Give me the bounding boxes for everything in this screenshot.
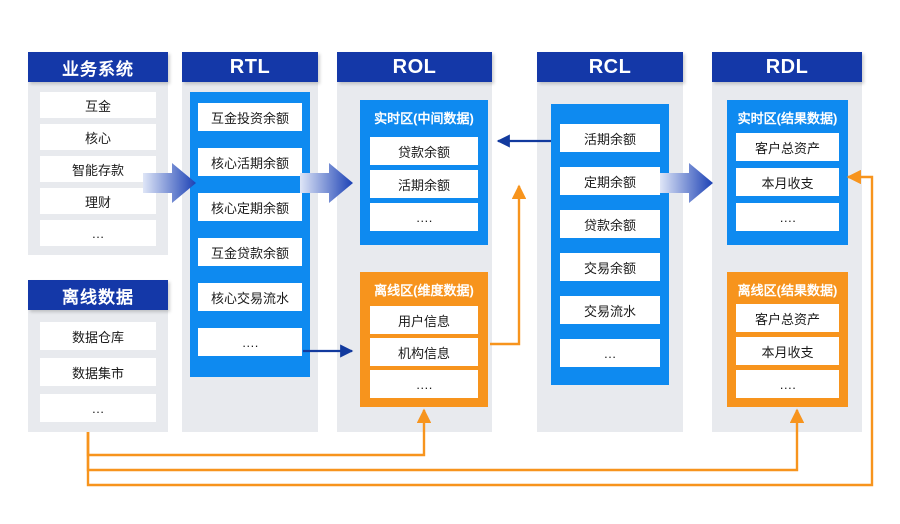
- header-rol: ROL: [337, 52, 492, 82]
- list-item[interactable]: …: [40, 394, 156, 422]
- chip[interactable]: 贷款余额: [370, 137, 478, 165]
- list-item[interactable]: 理财: [40, 188, 156, 214]
- list-item[interactable]: …: [40, 220, 156, 246]
- chip[interactable]: 贷款余额: [560, 210, 660, 238]
- chip[interactable]: 互金投资余额: [198, 103, 302, 131]
- chip[interactable]: …: [560, 339, 660, 367]
- group-title: 实时区(中间数据): [374, 111, 474, 126]
- list-item[interactable]: 智能存款: [40, 156, 156, 182]
- chip[interactable]: ….: [736, 203, 839, 231]
- list-item[interactable]: 数据集市: [40, 358, 156, 386]
- list-item[interactable]: 核心: [40, 124, 156, 150]
- group-title: 离线区(结果数据): [737, 283, 838, 298]
- chip[interactable]: 核心活期余额: [198, 148, 302, 176]
- chip[interactable]: 互金贷款余额: [198, 238, 302, 266]
- list-item[interactable]: 数据仓库: [40, 322, 156, 350]
- chip[interactable]: ….: [370, 203, 478, 231]
- header-rdl: RDL: [712, 52, 862, 82]
- chip[interactable]: 用户信息: [370, 306, 478, 334]
- list-item[interactable]: 互金: [40, 92, 156, 118]
- chip[interactable]: ….: [736, 370, 839, 398]
- group-title: 离线区(维度数据): [374, 283, 474, 298]
- chip[interactable]: 活期余额: [370, 170, 478, 198]
- chip[interactable]: 交易余额: [560, 253, 660, 281]
- chip[interactable]: 机构信息: [370, 338, 478, 366]
- chip[interactable]: 活期余额: [560, 124, 660, 152]
- chip[interactable]: 核心交易流水: [198, 283, 302, 311]
- chip[interactable]: 定期余额: [560, 167, 660, 195]
- chip[interactable]: 客户总资产: [736, 133, 839, 161]
- header-offline-data: 离线数据: [28, 280, 168, 310]
- group-title: 实时区(结果数据): [737, 111, 838, 126]
- chip[interactable]: 客户总资产: [736, 304, 839, 332]
- header-rcl: RCL: [537, 52, 683, 82]
- chip[interactable]: 本月收支: [736, 168, 839, 196]
- chip[interactable]: ….: [370, 370, 478, 398]
- chip[interactable]: ….: [198, 328, 302, 356]
- chip[interactable]: 本月收支: [736, 337, 839, 365]
- header-rtl: RTL: [182, 52, 318, 82]
- chip[interactable]: 核心定期余额: [198, 193, 302, 221]
- header-source-systems: 业务系统: [28, 52, 168, 82]
- chip[interactable]: 交易流水: [560, 296, 660, 324]
- wire-rol-offline-to-rcl: [490, 184, 527, 346]
